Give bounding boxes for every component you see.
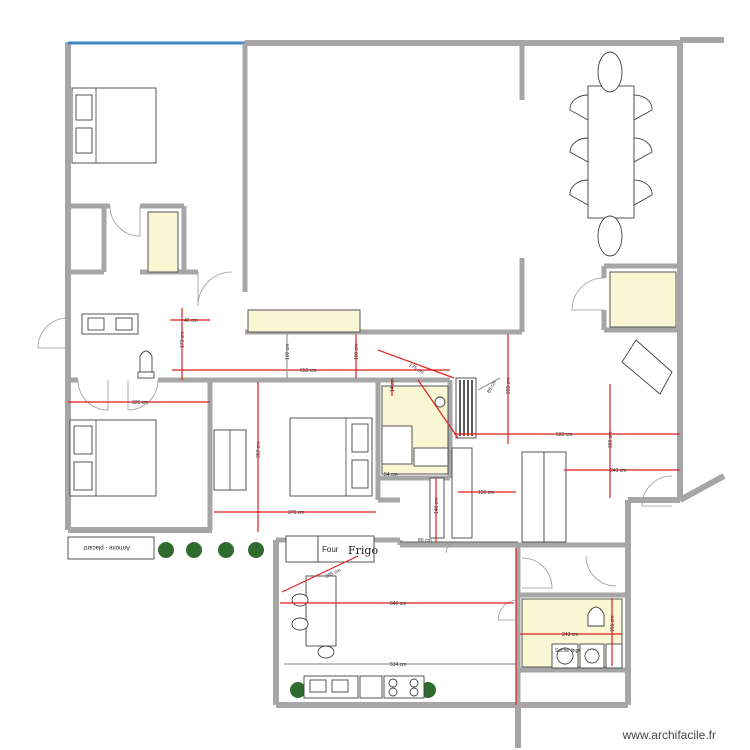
plant-icon [218,542,234,558]
dim-40: 40 cm [184,318,198,324]
watermark: www.archifacile.fr [622,728,716,742]
dim-54: 54 cm [384,472,398,478]
dim-100a: 100 cm [285,344,291,360]
four-label: Four [322,545,339,554]
frigo-label: Frigo [348,544,378,557]
interior-walls [68,43,680,705]
stairs [455,377,477,439]
plant-icon [248,542,264,558]
hall-wardrobes [400,447,567,543]
armchair [621,339,673,395]
dim-151: 151 cm [610,616,616,632]
dim-146: 146 cm [434,498,440,514]
dim-86: 86 cm [486,380,498,395]
dim-255: 255 cm [506,378,512,394]
placard-box: Armoire - placard [67,536,155,560]
plant-icon [186,542,202,558]
bed-bottom-middle [213,417,373,497]
dim-126: 126 cm [478,490,494,496]
dining-table [569,51,653,257]
dim-534: 534 cm [390,662,406,668]
dim-243a: 243 cm [610,468,626,474]
dim-326: 326 cm [132,400,148,406]
laundry: Seche linge [551,606,623,669]
doors [37,205,673,621]
dim-14: 14 cm [390,378,396,392]
dim-357: 357 cm [256,442,262,458]
bed-top-left [71,87,157,164]
plants [158,542,436,698]
dim-650: 650 cm [300,368,316,374]
dim-173: 173 cm [180,332,186,348]
plant-icon [158,542,174,558]
dim-370: 370 cm [288,510,304,516]
dim-260: 260 cm [608,432,614,448]
bed-bottom-left [69,419,157,497]
laundry-label: Seche linge [555,648,581,654]
dim-546: 546 cm [390,601,406,607]
bathroom-fixtures [81,313,449,467]
dim-80: 80 cm [418,538,432,544]
kitchen: Four Frigo [285,535,425,699]
dim-530: 530 cm [556,432,572,438]
dim-243b: 243 cm [562,632,578,638]
dim-100b: 100 cm [354,344,360,360]
exterior-walls [65,37,726,748]
plant-icon [290,682,306,698]
dimension-lines: 40 cm 173 cm 650 cm 100 cm 100 cm 326 cm… [68,308,680,705]
placard-label: Armoire - placard [84,544,130,550]
